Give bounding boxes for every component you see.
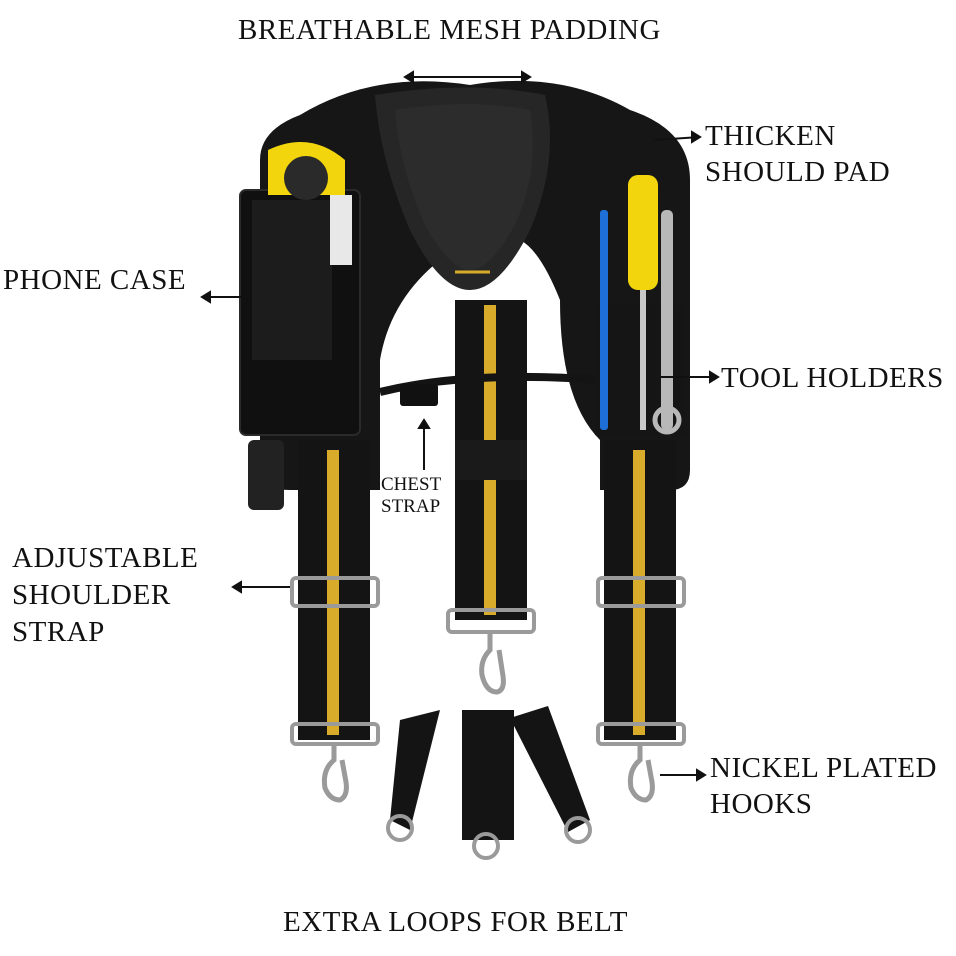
chest-strap: [379, 372, 601, 406]
phone-case: [239, 142, 361, 510]
adjustable-strap-label-line1: ADJUSTABLE: [12, 542, 199, 574]
extra-loops-label: EXTRA LOOPS FOR BELT: [283, 906, 628, 938]
mesh-yoke: [260, 80, 690, 490]
chest-strap-label-line1: CHEST: [381, 474, 442, 495]
phone-case-label: PHONE CASE: [3, 264, 187, 296]
chest-strap-label-line2: STRAP: [381, 496, 441, 517]
adjustable-strap-label-line3: STRAP: [12, 616, 105, 648]
right-strap: [596, 440, 686, 803]
nickel-hooks-label-line1: NICKEL PLATED: [710, 752, 937, 784]
shoulder-pad-label-line2: SHOULD PAD: [705, 156, 891, 188]
mesh-padding-label: BREATHABLE MESH PADDING: [238, 14, 661, 46]
adjustable-strap-label-line2: SHOULDER: [12, 579, 171, 611]
left-strap: [290, 440, 380, 803]
tool-holder: [595, 175, 685, 435]
shoulder-pad-label-line1: THICKEN: [705, 120, 836, 152]
callout-arrows: [200, 70, 720, 782]
nickel-hooks-label-line2: HOOKS: [710, 788, 813, 820]
belt-loops: [386, 706, 592, 860]
center-strap: [446, 300, 536, 695]
tool-holders-label: TOOL HOLDERS: [721, 362, 944, 394]
